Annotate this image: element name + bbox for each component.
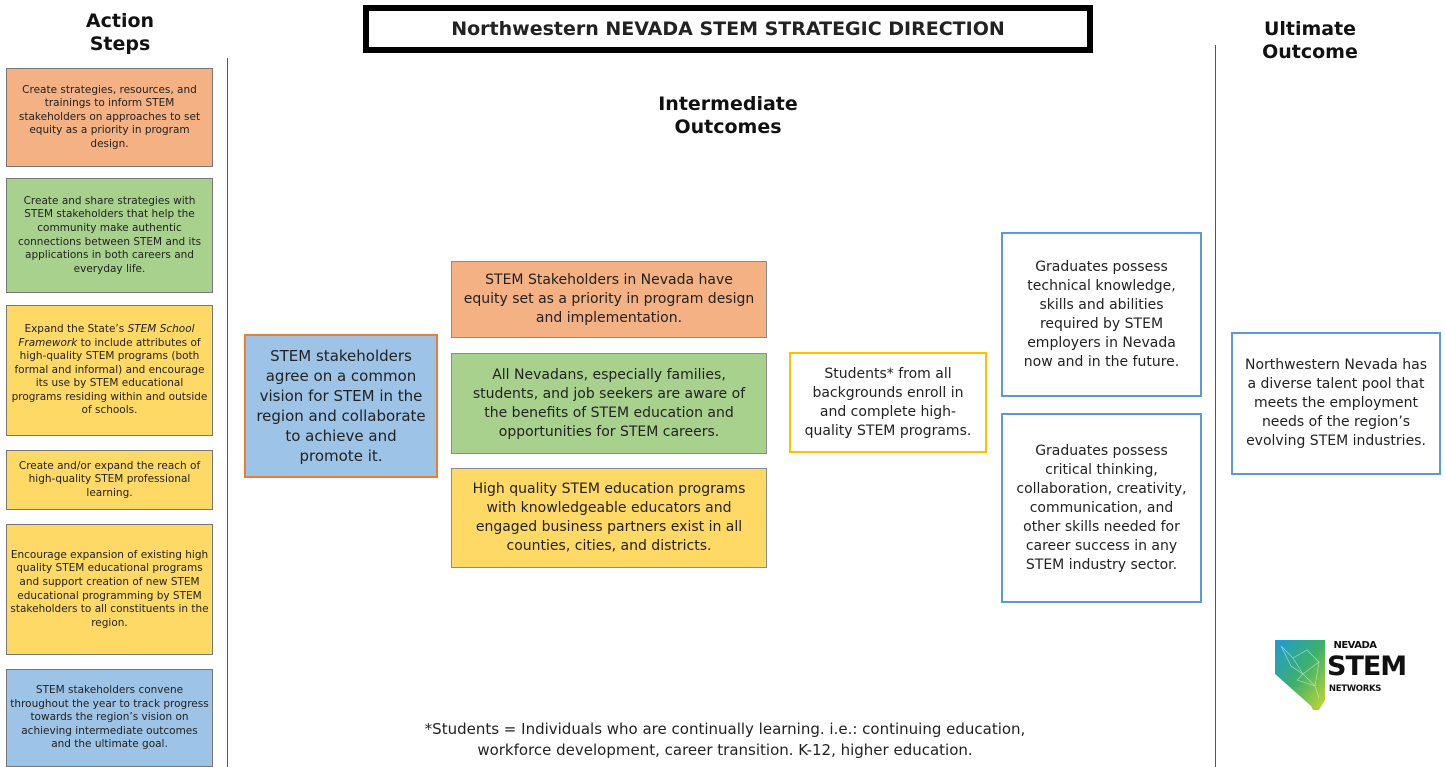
graduates-box-text: Graduates possess technical knowledge, s… bbox=[1023, 258, 1180, 370]
intermediate-box-text: High quality STEM education programs wit… bbox=[472, 481, 746, 554]
action-step-professional-learning: Create and/or expand the reach of high-q… bbox=[6, 450, 213, 510]
intermediate-outcomes-heading: Intermediate Outcomes bbox=[620, 93, 836, 139]
action-steps-heading-line1: Action bbox=[85, 10, 155, 32]
right-divider bbox=[1215, 45, 1216, 767]
page-title: Northwestern NEVADA STEM STRATEGIC DIREC… bbox=[363, 5, 1093, 53]
intermediate-heading-line2: Outcomes bbox=[674, 116, 782, 138]
action-step-text: Create and/or expand the reach of high-q… bbox=[18, 459, 201, 499]
action-step-connections: Create and share strategies with STEM st… bbox=[6, 178, 213, 293]
action-step-text: Create and share strategies with STEM st… bbox=[17, 194, 202, 275]
intermediate-heading-line1: Intermediate bbox=[658, 93, 798, 115]
ultimate-outcome-heading: Ultimate Outcome bbox=[1240, 18, 1380, 64]
logo-text-stem: STEM bbox=[1327, 651, 1407, 682]
action-step-program-expansion: Encourage expansion of existing high qua… bbox=[6, 524, 213, 655]
action-steps-heading: Action Steps bbox=[60, 10, 180, 56]
action-step-framework: Expand the State’s STEM School Framework… bbox=[6, 305, 213, 436]
graduates-box-text: Graduates possess critical thinking, col… bbox=[1016, 442, 1187, 573]
vision-box: STEM stakeholders agree on a common visi… bbox=[244, 334, 438, 478]
intermediate-box-text: STEM Stakeholders in Nevada have equity … bbox=[463, 272, 755, 326]
footnote: *Students = Individuals who are continua… bbox=[330, 719, 1120, 761]
page-title-text: Northwestern NEVADA STEM STRATEGIC DIREC… bbox=[451, 18, 1005, 40]
intermediate-box-equity: STEM Stakeholders in Nevada have equity … bbox=[451, 261, 767, 338]
footnote-line1: *Students = Individuals who are continua… bbox=[424, 720, 1026, 738]
nevada-stem-networks-logo: NEVADA STEM NETWORKS bbox=[1273, 636, 1407, 720]
intermediate-box-text: All Nevadans, especially families, stude… bbox=[472, 366, 746, 440]
action-step-text: Create strategies, resources, and traini… bbox=[18, 83, 201, 150]
action-step-text-after: to include attributes of high-quality ST… bbox=[11, 336, 208, 417]
footnote-line2: workforce development, career transition… bbox=[477, 741, 973, 759]
ultimate-outcome-text: Northwestern Nevada has a diverse talent… bbox=[1244, 357, 1428, 449]
action-step-equity: Create strategies, resources, and traini… bbox=[6, 68, 213, 167]
students-box: Students* from all backgrounds enroll in… bbox=[789, 352, 987, 453]
action-step-text: Expand the State’s STEM School Framework… bbox=[10, 323, 209, 418]
action-step-text: STEM stakeholders convene throughout the… bbox=[10, 684, 209, 751]
action-step-text-italic: STEM School Framework bbox=[18, 322, 195, 349]
vision-box-text: STEM stakeholders agree on a common visi… bbox=[256, 347, 426, 465]
action-step-text-before: Expand the State’s bbox=[24, 322, 128, 335]
nevada-map-icon bbox=[1275, 640, 1325, 710]
graduates-box-skills: Graduates possess critical thinking, col… bbox=[1001, 413, 1202, 603]
left-divider bbox=[227, 58, 228, 767]
intermediate-box-quality-programs: High quality STEM education programs wit… bbox=[451, 468, 767, 568]
action-steps-heading-line2: Steps bbox=[89, 33, 151, 55]
logo-text-networks: NETWORKS bbox=[1328, 684, 1382, 694]
students-box-text: Students* from all backgrounds enroll in… bbox=[804, 365, 972, 439]
intermediate-box-awareness: All Nevadans, especially families, stude… bbox=[451, 353, 767, 454]
ultimate-heading-line1: Ultimate bbox=[1263, 18, 1357, 40]
ultimate-heading-line2: Outcome bbox=[1262, 41, 1358, 63]
action-step-convene: STEM stakeholders convene throughout the… bbox=[6, 669, 213, 767]
action-step-text: Encourage expansion of existing high qua… bbox=[10, 548, 209, 629]
ultimate-outcome-box: Northwestern Nevada has a diverse talent… bbox=[1231, 332, 1441, 475]
logo-text-nevada: NEVADA bbox=[1333, 640, 1377, 651]
graduates-box-technical: Graduates possess technical knowledge, s… bbox=[1001, 232, 1202, 397]
